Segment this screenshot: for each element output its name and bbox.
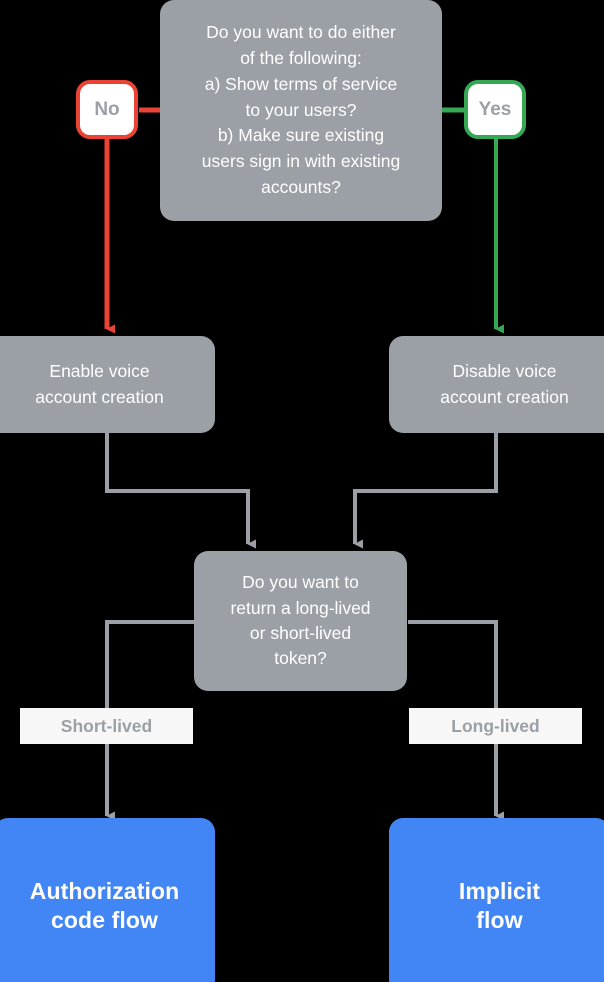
- authorization-code-flow-line-2: code flow: [51, 907, 158, 933]
- node-top-question[interactable]: Do you want to do either of the followin…: [160, 0, 442, 221]
- token-question-line-4: token?: [274, 648, 327, 669]
- top-question-line-1: Do you want to do either: [206, 21, 396, 42]
- long-lived-text: Long-lived: [451, 715, 540, 736]
- badge-no[interactable]: No: [76, 80, 138, 139]
- badge-no-label: No: [94, 98, 120, 120]
- node-enable-voice-account-creation[interactable]: Enable voice account creation: [0, 336, 215, 433]
- node-implicit-flow[interactable]: Implicit flow: [389, 818, 604, 982]
- token-question-line-3: or short-lived: [249, 623, 352, 643]
- enable-voice-line-1: Enable voice: [49, 361, 150, 382]
- top-question-line-4: to your users?: [245, 99, 357, 120]
- token-question-line-2: return a long-lived: [230, 597, 371, 618]
- badge-yes[interactable]: Yes: [464, 80, 526, 139]
- edge-disable-to-token: [353, 432, 498, 549]
- short-lived-text: Short-lived: [60, 715, 153, 736]
- authorization-code-flow-line-1: Authorization: [29, 877, 180, 904]
- disable-voice-line-2: account creation: [440, 386, 569, 407]
- edge-enable-to-token: [105, 432, 256, 549]
- implicit-flow-line-1: Implicit: [458, 877, 541, 904]
- top-question-line-7: accounts?: [261, 177, 341, 198]
- node-token-question[interactable]: Do you want to return a long-lived or sh…: [194, 551, 407, 691]
- edge-label-short-lived[interactable]: Short-lived: [20, 708, 193, 744]
- top-question-line-3: a) Show terms of service: [204, 73, 398, 94]
- node-disable-voice-account-creation[interactable]: Disable voice account creation: [389, 336, 604, 433]
- disable-voice-line-1: Disable voice: [452, 361, 557, 382]
- top-question-line-2: of the following:: [240, 47, 362, 68]
- node-authorization-code-flow[interactable]: Authorization code flow: [0, 818, 215, 982]
- badge-yes-label: Yes: [478, 98, 512, 120]
- top-question-line-5: b) Make sure existing: [217, 125, 385, 146]
- implicit-flow-line-2: flow: [476, 907, 523, 933]
- enable-voice-line-2: account creation: [35, 386, 164, 407]
- edge-label-long-lived[interactable]: Long-lived: [409, 708, 582, 744]
- top-question-line-6: users sign in with existing: [201, 151, 401, 172]
- token-question-line-1: Do you want to: [242, 572, 359, 593]
